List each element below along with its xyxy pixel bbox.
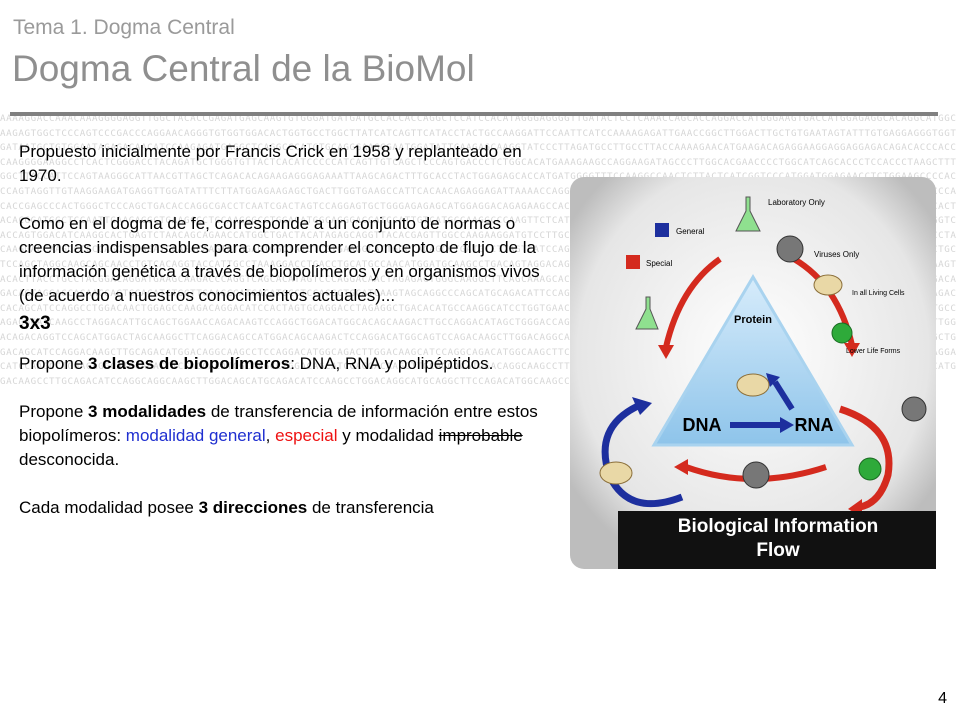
cell-icon-right (813, 274, 843, 296)
virus-icon-bottom (742, 461, 770, 489)
modalidad-general-text: modalidad general (125, 426, 266, 445)
node-dna: DNA (683, 415, 722, 435)
label-in-all-living-cells: In all Living Cells (852, 290, 905, 297)
background-dna-sequence: AAAAGGACCAAACAAAGGGGAGGTTGGCTACACCGAGATG… (0, 113, 957, 387)
p4-mid2: y modalidad (337, 426, 439, 445)
banner-background (618, 511, 936, 569)
flask-icon-top (735, 196, 761, 232)
label-lower-life-forms: Lower Life Forms (846, 348, 901, 355)
heading-3x3: 3x3 (19, 313, 51, 334)
arrow-dna-replication-head (632, 397, 652, 415)
title-divider (10, 112, 938, 116)
slide-body: Propuesto inicialmente por Francis Crick… (19, 140, 564, 520)
p4-num: 3 (88, 402, 98, 421)
cell-icon-left (599, 461, 633, 485)
page-number: 4 (938, 690, 947, 707)
flow-diagram: General Special Protein DNA RNA Laborato… (570, 177, 936, 569)
biological-information-flow-figure: General Special Protein DNA RNA Laborato… (570, 177, 936, 569)
p3-bold: 3 clases de biopolímeros (88, 354, 291, 373)
arrow-rna-to-protein-head (766, 373, 780, 387)
legend-general-label: General (676, 227, 705, 236)
node-protein: Protein (734, 314, 772, 326)
slide-subtitle: Tema 1. Dogma Central (13, 16, 235, 39)
legend-special-label: Special (646, 259, 672, 268)
arrow-protein-to-rna-head (844, 343, 860, 357)
p3-pre: Propone (19, 354, 88, 373)
p4-mid: de transferencia de información entre es… (19, 402, 538, 445)
virus-icon-top (776, 235, 804, 263)
especial-text: especial (275, 426, 338, 445)
banner-line-2: Flow (756, 540, 799, 561)
paragraph-directions: Cada modalidad posee 3 direcciones de tr… (19, 496, 564, 520)
arrow-dna-to-rna-head (780, 417, 794, 433)
improbable-text: improbable (438, 426, 523, 445)
virus-icon-right (901, 396, 927, 422)
arrow-protein-to-dna-head (658, 345, 674, 359)
arrow-rna-to-dna-head (674, 459, 688, 475)
paragraph-biopolymers: Propone 3 clases de biopolímeros: DNA, R… (19, 352, 564, 376)
arrow-rna-replication (838, 405, 893, 511)
arrow-protein-to-dna (663, 256, 722, 348)
p5-post: de transferencia (307, 498, 434, 517)
paragraph-modalities: Propone 3 modalidades de transferencia d… (19, 400, 564, 472)
p5-bold: 3 direcciones (198, 498, 308, 517)
cell-icon-center (736, 373, 770, 397)
central-triangle (651, 274, 855, 447)
legend-general-swatch (655, 223, 669, 237)
flask-icon-left (635, 296, 659, 330)
slide-title: Dogma Central de la BioMol (12, 48, 475, 89)
p4-bold: modalidades (102, 402, 207, 421)
p4-post: desconocida. (19, 450, 120, 469)
p3-post: : DNA, RNA y polipéptidos. (290, 354, 494, 373)
legend-special-swatch (626, 255, 640, 269)
p5-pre: Cada modalidad posee (19, 498, 199, 517)
plant-icon-bottom-right (858, 457, 882, 481)
node-rna: RNA (795, 415, 834, 435)
p4-pre: Propone (19, 402, 88, 421)
paragraph-crick: Propuesto inicialmente por Francis Crick… (19, 142, 522, 185)
arrow-rna-to-protein (772, 380, 795, 411)
banner-line-1: Biological Information (678, 516, 879, 537)
label-viruses-only: Viruses Only (814, 250, 859, 259)
paragraph-dogma: Como en el dogma de fe, corresponde a un… (19, 214, 540, 305)
label-laboratory-only: Laboratory Only (768, 198, 825, 207)
plant-icon-right (831, 322, 853, 344)
p4-comma: , (265, 426, 276, 445)
